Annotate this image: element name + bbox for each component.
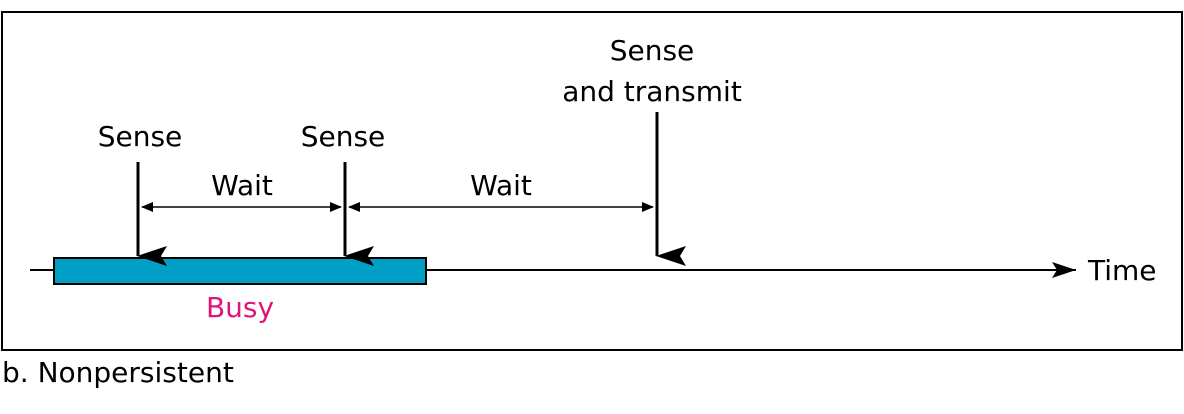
time-label: Time	[1087, 254, 1157, 287]
wait-label-1: Wait	[211, 169, 273, 202]
busy-bar	[53, 257, 427, 285]
diagram-frame	[1, 11, 1183, 351]
sense-transmit-label-line1: Sense	[610, 34, 695, 67]
figure-caption: b. Nonpersistent	[2, 356, 234, 389]
sense-label-2: Sense	[301, 120, 386, 153]
wait-label-2: Wait	[470, 169, 532, 202]
sense-label-1: Sense	[98, 120, 183, 153]
busy-label: Busy	[206, 291, 274, 324]
sense-transmit-label-line2: and transmit	[562, 75, 742, 108]
